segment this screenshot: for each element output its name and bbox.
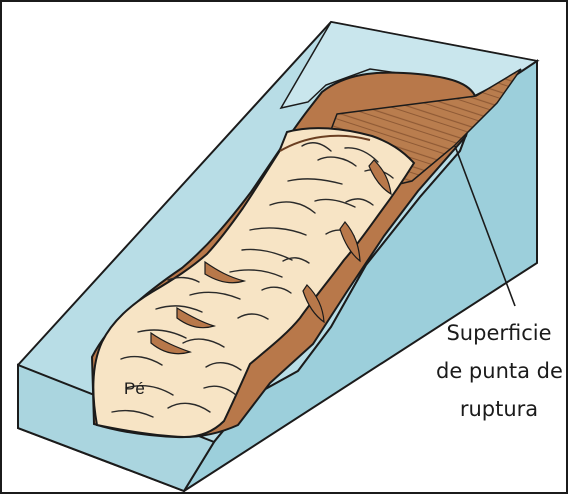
rupture-surface-label: Superficie de punta de ruptura <box>436 314 562 428</box>
label-line-1: Superficie <box>436 314 562 352</box>
label-line-3: ruptura <box>436 390 562 428</box>
label-line-2: de punta de <box>436 352 562 390</box>
toe-label: Pé <box>124 379 145 398</box>
